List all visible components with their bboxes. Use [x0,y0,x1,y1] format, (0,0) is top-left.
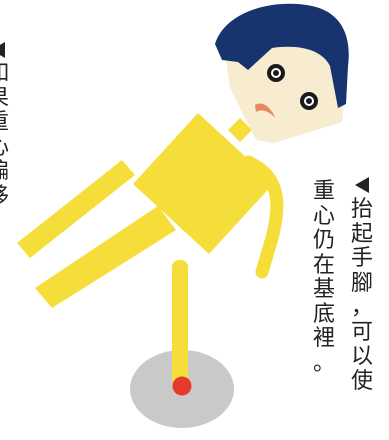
left-caption: 如果重心偏移 [0,42,9,209]
torso [133,113,274,254]
caption-char: 腳 [351,270,374,296]
raised-arm [17,160,135,258]
mouth [255,103,275,118]
caption-char: 抬 [351,197,374,222]
hair [215,3,349,109]
caption-char: 手 [351,246,374,271]
caption-char: 在 [313,252,336,278]
standing-leg [172,260,188,385]
caption-char: 基 [313,277,336,302]
caption-char: 。 [313,350,336,376]
caption-char: 偏 [0,159,9,185]
caption-line-1: 抬起手腳，可以使 [351,177,373,394]
caption-char: 果 [0,86,9,112]
caption-char: 底 [313,301,336,327]
caption-char: 仍 [313,228,336,253]
neck [228,118,252,142]
caption-char: ， [351,295,374,320]
left-caption-text: 如果重心偏移 [0,61,9,210]
caption-char: 以 [351,344,374,369]
head [215,3,349,143]
caption-char: 使 [351,368,374,394]
raised-leg [35,206,176,308]
caption-char: 可 [351,319,374,345]
pointer-arrow-icon [355,177,369,193]
caption-char: 心 [313,203,336,229]
center-of-gravity-dot [172,376,192,396]
caption-char: 移 [0,184,9,210]
pointer-arrow-icon [0,42,5,58]
caption-char: 重 [0,110,9,136]
right-arm [241,155,284,279]
caption-char: 重 [313,179,336,204]
caption-char: 如 [0,61,9,87]
caption-line-2: 重心仍在基底裡。 [313,179,336,376]
caption-char: 裡 [313,326,336,351]
caption-char: 心 [0,135,9,161]
caption-char: 起 [351,221,374,247]
